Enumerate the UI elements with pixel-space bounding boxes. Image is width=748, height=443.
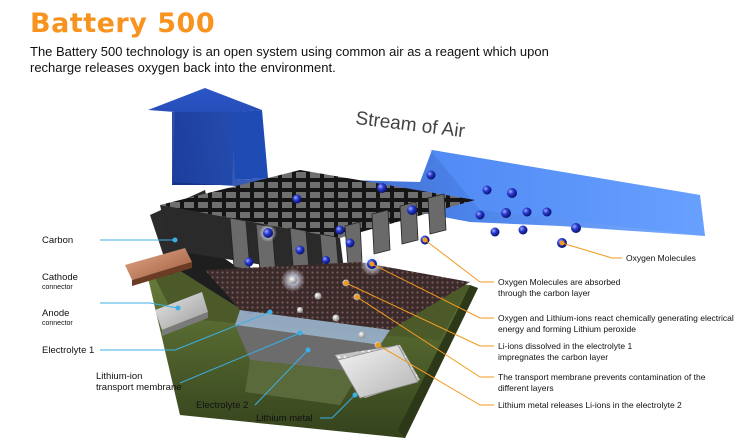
label-lithium-metal: Lithium metal [256,413,313,424]
right-leader-lines [343,237,622,406]
air-stream-arrow [148,88,705,236]
lithium-metal-plate [337,344,419,399]
label-oxygen-molecules: Oxygen Molecules [626,253,696,263]
label-lithium-release: Lithium metal releases Li-ions in the el… [498,400,682,410]
left-leader-lines [100,237,358,419]
label-transport-membrane: The transport membrane prevents contamin… [498,372,706,393]
label-carbon: Carbon [42,235,74,246]
label-oxygen-absorbed: Oxygen Molecules are absorbed through th… [498,277,621,298]
label-electrolyte-1: Electrolyte 1 [42,345,95,356]
page-subtitle: The Battery 500 technology is an open sy… [30,44,549,75]
anode-connector-edge [162,312,208,336]
anode-connector [155,292,208,330]
oxygen-molecules [244,170,581,269]
cathode-connector [125,248,192,280]
label-li-ions-dissolved: Li-ions dissolved in the electrolyte 1 i… [498,341,633,362]
label-electrolyte-2: Electrolyte 2 [196,400,249,411]
page-title: Battery 500 [30,8,216,39]
cathode-connector-edge [132,262,192,286]
label-oxygen-lithium-react: Oxygen and Lithium-ions react chemically… [498,313,734,334]
